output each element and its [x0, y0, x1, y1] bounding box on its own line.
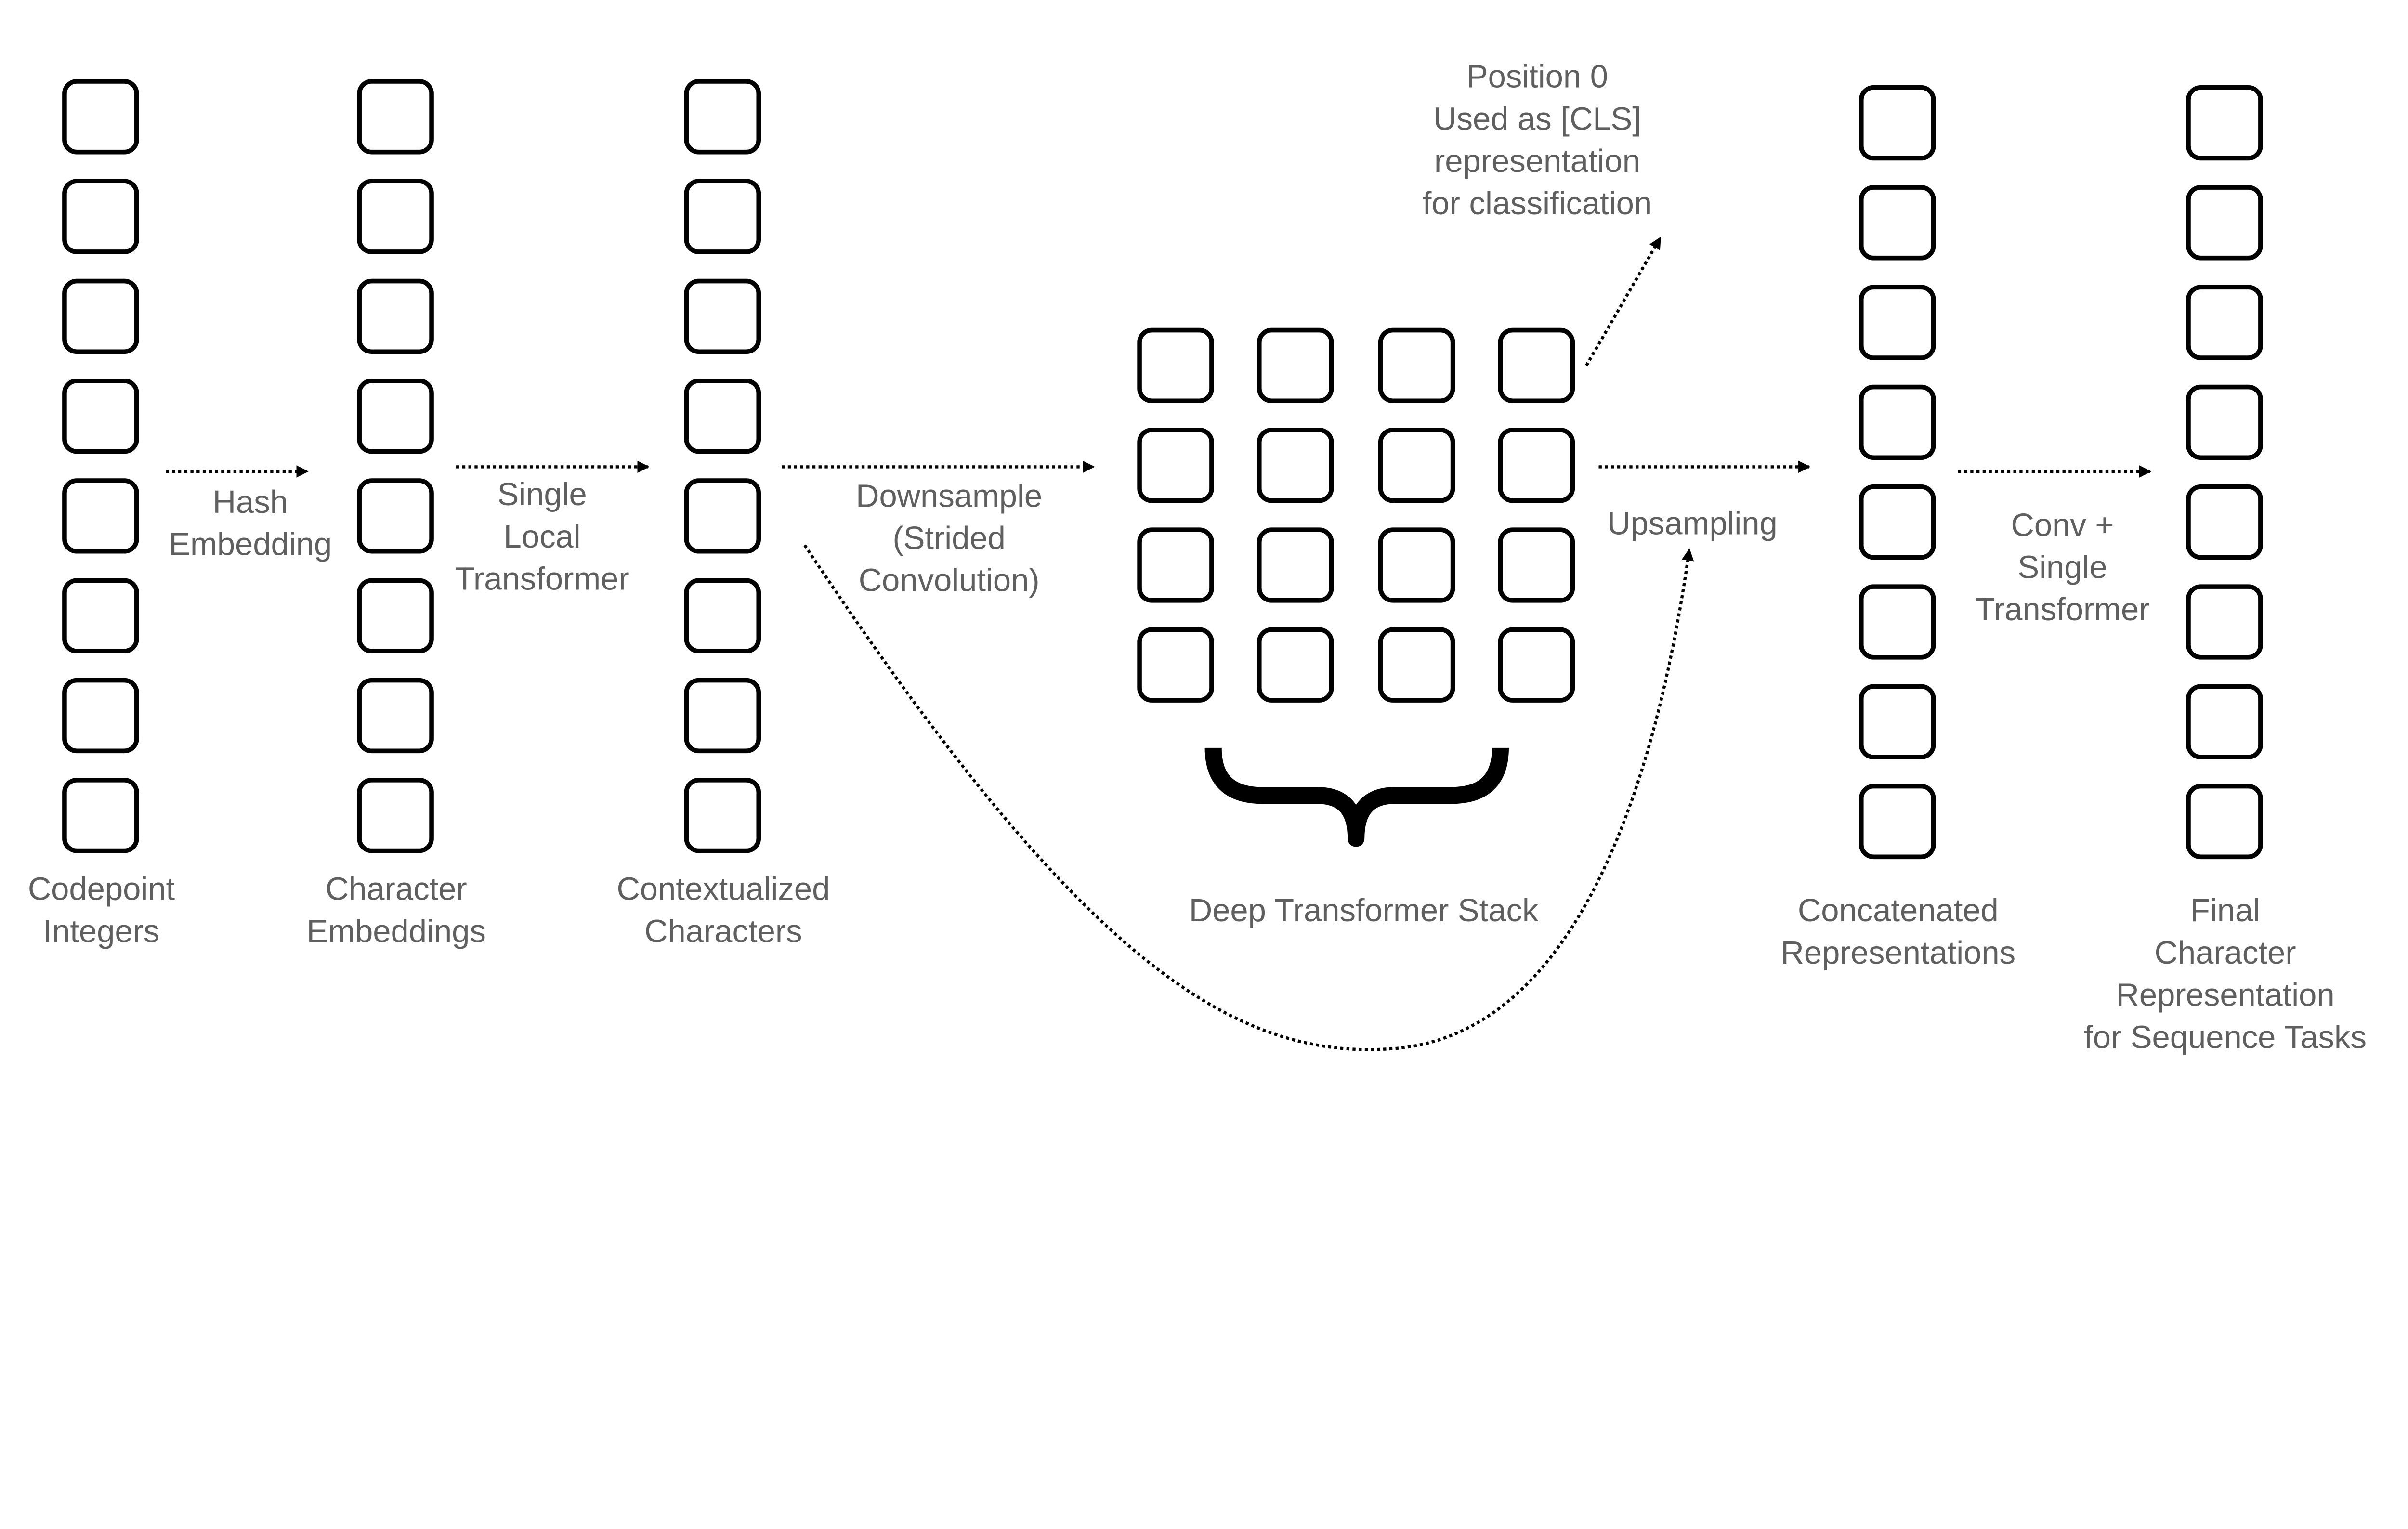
codepoint-box	[62, 179, 139, 254]
codepoint-box	[62, 578, 139, 653]
final-character-representation-label: for Sequence Tasks	[2084, 1019, 2367, 1055]
concatenated-box	[1859, 684, 1936, 759]
downsample-label: Convolution)	[859, 562, 1040, 599]
contextualized-box	[684, 379, 761, 454]
cls-position-label: Used as [CLS]	[1433, 101, 1641, 137]
deep-transformer-stack-label: Deep Transformer Stack	[1189, 892, 1539, 928]
codepoint-box	[62, 79, 139, 155]
final-box	[2186, 185, 2263, 261]
codepoint-box	[62, 778, 139, 853]
hash-embedding-label: Hash	[213, 484, 288, 520]
deep-stack-box	[1257, 527, 1334, 603]
contextualized-box	[684, 778, 761, 853]
concatenated-box	[1859, 85, 1936, 161]
single-local-transformer-label: Transformer	[455, 561, 629, 597]
contextualized-box	[684, 478, 761, 554]
single-local-transformer-label: Single	[497, 476, 587, 512]
contextualized-box	[684, 179, 761, 254]
deep-stack-box	[1498, 627, 1575, 703]
final-box	[2186, 584, 2263, 660]
conv-single-transformer-label: Conv +	[2011, 507, 2114, 543]
concatenated-box	[1859, 185, 1936, 261]
char-embedding-box	[357, 578, 434, 653]
deep-stack-brace-icon	[1204, 747, 1509, 847]
cls-arrow	[1585, 236, 1662, 366]
deep-stack-box	[1137, 527, 1214, 603]
downsample-label: (Strided	[892, 520, 1005, 556]
concatenated-box	[1859, 384, 1936, 460]
character-embeddings-label: Character	[326, 871, 467, 907]
upsampling-label: Upsampling	[1607, 506, 1778, 542]
single-local-transformer-label: Local	[504, 519, 581, 555]
downsample-label: Downsample	[856, 478, 1042, 514]
char-embedding-box	[357, 778, 434, 853]
deep-stack-box	[1378, 627, 1455, 703]
contextualized-box	[684, 79, 761, 155]
deep-stack-box	[1498, 327, 1575, 404]
contextualized-box	[684, 578, 761, 653]
char-embedding-box	[357, 179, 434, 254]
character-embeddings-label: Embeddings	[307, 913, 486, 949]
concatenated-box	[1859, 584, 1936, 660]
deep-stack-box	[1137, 627, 1214, 703]
final-character-representation-label: Representation	[2116, 977, 2334, 1013]
concatenated-box	[1859, 285, 1936, 360]
contextualized-box	[684, 278, 761, 354]
deep-stack-box	[1498, 527, 1575, 603]
concatenated-box	[1859, 784, 1936, 860]
final-character-representation-label: Character	[2155, 935, 2296, 971]
labels: CodepointIntegersCharacterEmbeddingsCont…	[28, 59, 2367, 1056]
final-box	[2186, 285, 2263, 360]
deep-stack-box	[1257, 627, 1334, 703]
concatenated-box	[1859, 484, 1936, 560]
char-embedding-box	[357, 278, 434, 354]
deep-stack-box	[1257, 428, 1334, 503]
char-embedding-box	[357, 478, 434, 554]
contextualized-box	[684, 678, 761, 754]
conv-single-transformer-label: Transformer	[1975, 591, 2149, 627]
diagram-canvas: CodepointIntegersCharacterEmbeddingsCont…	[28, 59, 2367, 1056]
deep-stack-box	[1257, 327, 1334, 404]
residual-skip-arrow	[803, 544, 1694, 1051]
cls-position-label: Position 0	[1466, 59, 1608, 95]
codepoint-box	[62, 278, 139, 354]
char-embedding-box	[357, 79, 434, 155]
final-box	[2186, 684, 2263, 759]
char-embedding-box	[357, 678, 434, 754]
deep-stack-box	[1137, 327, 1214, 404]
final-character-representation-label: Final	[2190, 892, 2260, 928]
token-boxes	[62, 79, 2263, 860]
cls-position-label: for classification	[1423, 185, 1652, 222]
codepoint-box	[62, 678, 139, 754]
deep-stack-box	[1137, 428, 1214, 503]
deep-stack-box	[1378, 527, 1455, 603]
codepoint-box	[62, 478, 139, 554]
deep-stack-box	[1498, 428, 1575, 503]
deep-stack-box	[1378, 327, 1455, 404]
codepoint-integers-label: Integers	[43, 913, 159, 949]
codepoint-box	[62, 379, 139, 454]
hash-embedding-label: Embedding	[169, 526, 332, 562]
codepoint-integers-label: Codepoint	[28, 871, 175, 907]
concatenated-representations-label: Representations	[1781, 935, 2016, 971]
contextualized-characters-label: Characters	[644, 913, 802, 949]
deep-stack-box	[1378, 428, 1455, 503]
final-box	[2186, 784, 2263, 860]
contextualized-characters-label: Contextualized	[616, 871, 830, 907]
concatenated-representations-label: Concatenated	[1798, 892, 1999, 928]
final-box	[2186, 384, 2263, 460]
char-embedding-box	[357, 379, 434, 454]
final-box	[2186, 484, 2263, 560]
final-box	[2186, 85, 2263, 161]
conv-single-transformer-label: Single	[2017, 549, 2107, 586]
cls-position-label: representation	[1434, 143, 1640, 179]
